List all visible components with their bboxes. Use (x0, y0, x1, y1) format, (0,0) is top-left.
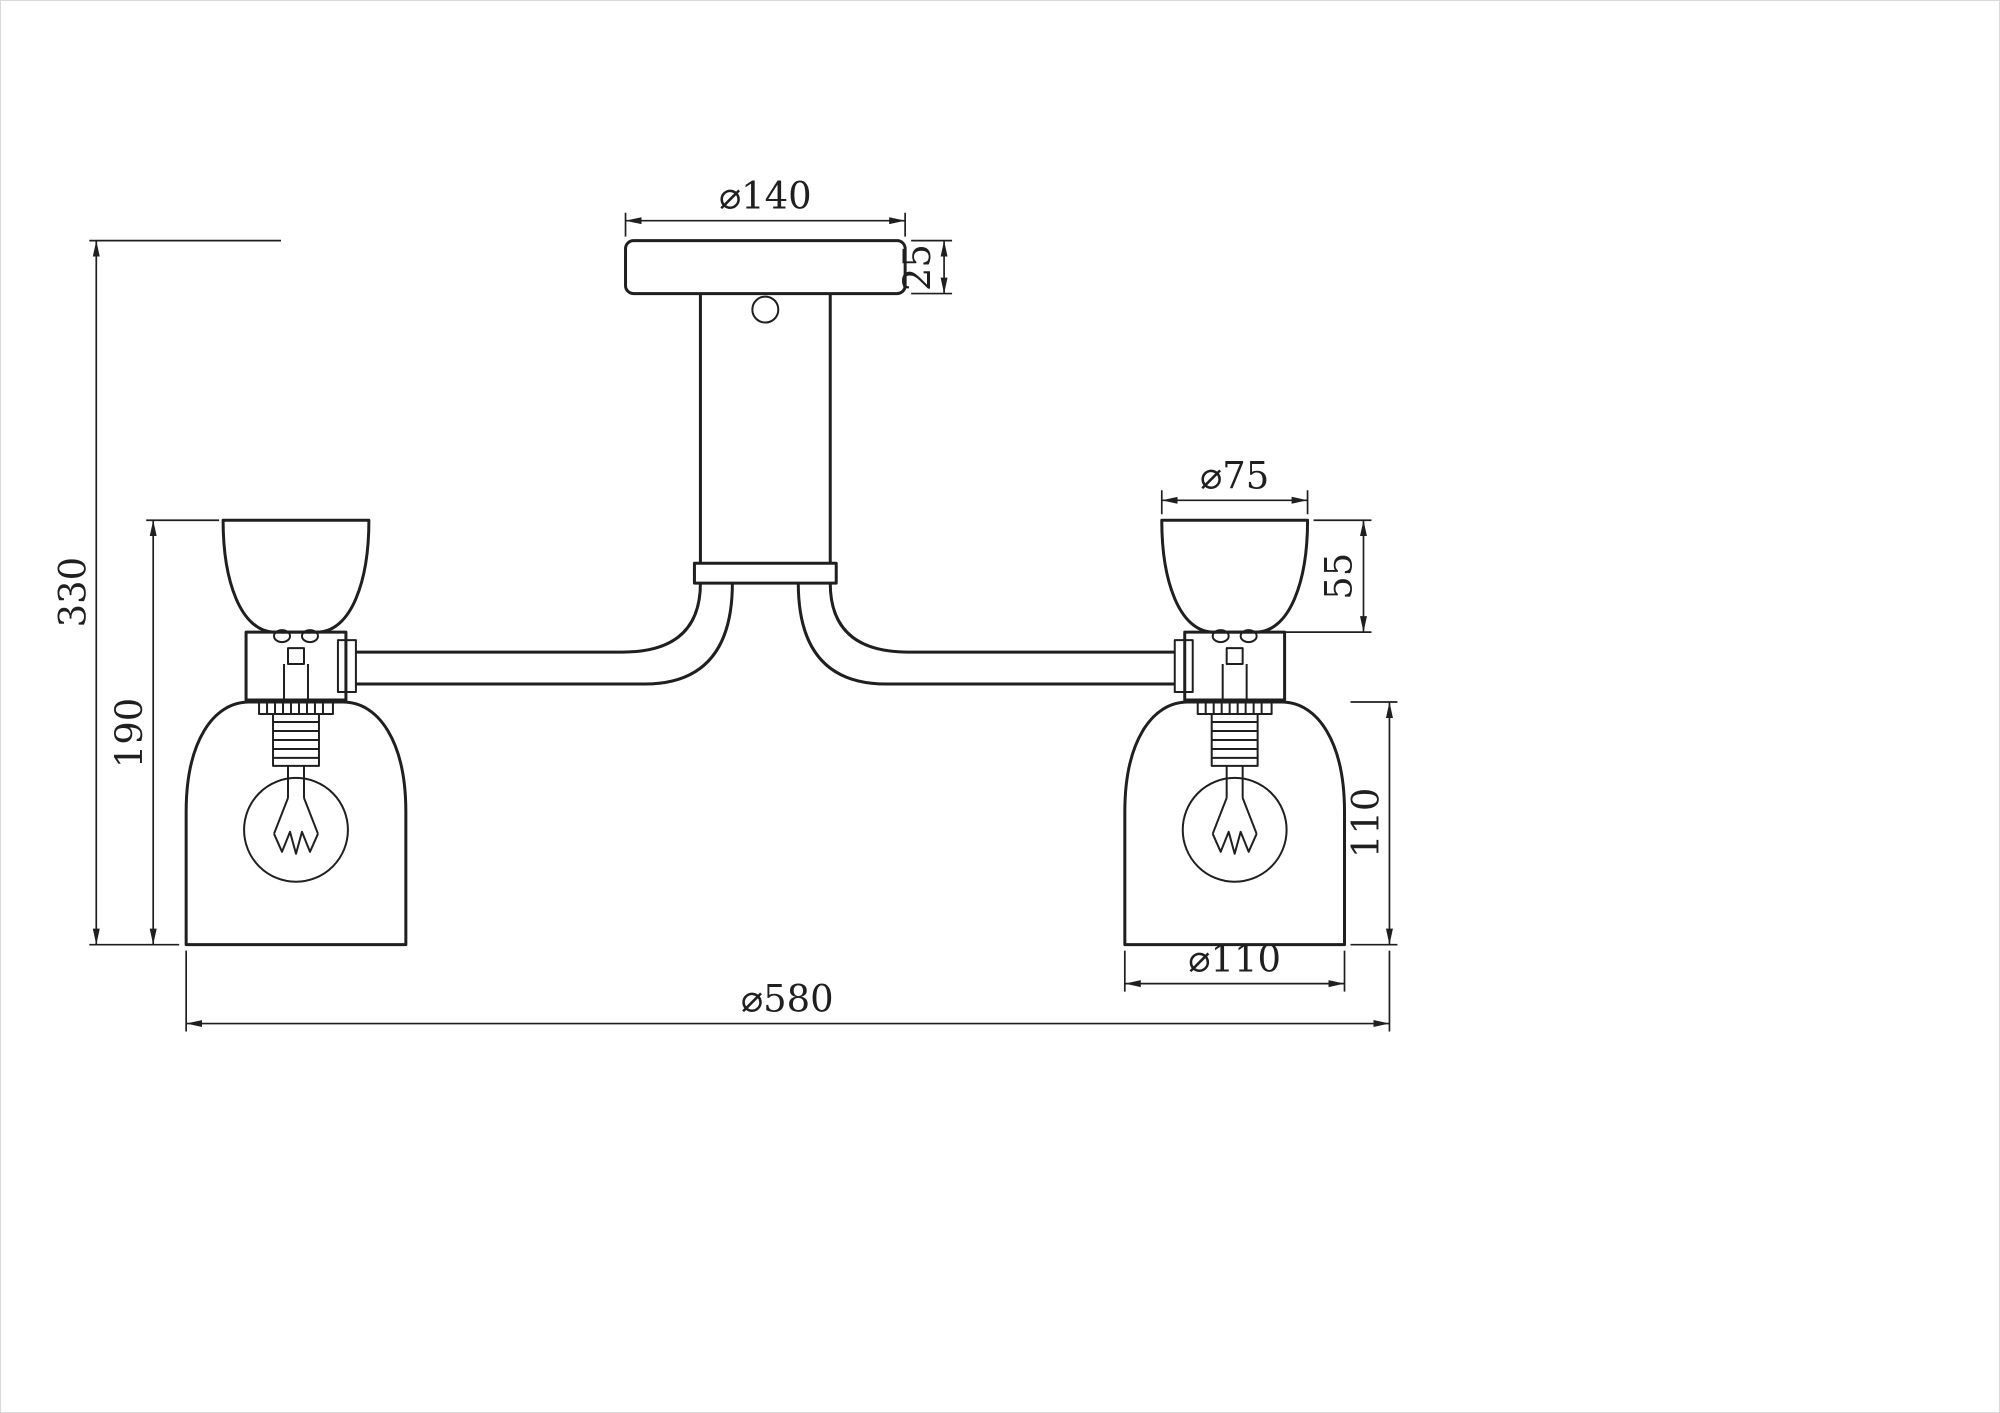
left-arm-lower (355, 583, 734, 686)
dim-cup-height: 55 (1265, 519, 1372, 633)
right-cup-screw-2 (1239, 629, 1258, 644)
right-cup-screw-1 (1211, 629, 1230, 644)
right-glass-shade (1123, 700, 1347, 947)
dim-label: ⌀75 (1200, 454, 1269, 497)
dim-label: ⌀110 (1188, 938, 1281, 981)
dimensions: ⌀140 25 330 190 ⌀75 (51, 175, 1398, 1032)
left-thread-lines (273, 720, 319, 759)
dim-label: 55 (1318, 553, 1361, 600)
left-socket-housing (244, 630, 348, 702)
dim-label: ⌀140 (719, 175, 812, 218)
right-lamp (1123, 518, 1347, 947)
right-arm-lower (796, 583, 1175, 686)
extension-line (89, 239, 282, 946)
stem-slide-ring (692, 561, 838, 585)
dim-label: 190 (108, 698, 151, 769)
center-stem (698, 293, 832, 564)
left-socket-switch (287, 647, 305, 666)
dim-label: 110 (1344, 788, 1387, 859)
canopy-outline (624, 239, 907, 296)
dim-shade-diameter: ⌀110 (1123, 938, 1346, 992)
extension-line (624, 212, 906, 237)
dim-label: ⌀580 (741, 978, 834, 1021)
left-top-cup (221, 518, 371, 634)
dim-overall-height: 330 (51, 239, 282, 946)
left-lamp (184, 518, 408, 947)
left-cup-screw-2 (300, 629, 319, 644)
left-cup-screw-1 (273, 629, 292, 644)
right-socket-housing (1183, 630, 1287, 702)
right-socket-stem (1221, 664, 1248, 701)
dim-label: 25 (896, 244, 939, 291)
right-collar-knurling (1204, 700, 1263, 714)
right-bulb-stem (1211, 765, 1258, 835)
left-bulb-filament (273, 830, 319, 855)
dim-label: 330 (51, 557, 94, 628)
fixture (184, 239, 1347, 947)
left-bulb-stem (273, 765, 319, 835)
left-socket-stem (283, 664, 309, 701)
right-top-cup (1160, 518, 1310, 634)
right-bulb (1181, 776, 1288, 883)
left-glass-shade (184, 700, 408, 947)
extension-line (185, 950, 1391, 1032)
right-arm-upper (828, 583, 1175, 654)
right-bulb-filament (1211, 830, 1258, 855)
dim-shade-height: 110 (1344, 701, 1398, 946)
dim-lamp-height: 190 (108, 519, 220, 945)
dim-overall-diameter: ⌀580 (185, 950, 1391, 1032)
mounting-screw (751, 295, 780, 324)
dim-canopy-diameter: ⌀140 (624, 175, 906, 237)
right-thread-lines (1211, 720, 1258, 759)
dim-canopy-height: 25 (896, 239, 953, 295)
left-collar-knurling (266, 700, 324, 714)
right-socket-switch (1225, 647, 1244, 666)
left-bulb (243, 776, 349, 883)
left-arm-upper (355, 583, 702, 654)
dim-cup-diameter: ⌀75 (1160, 454, 1309, 515)
